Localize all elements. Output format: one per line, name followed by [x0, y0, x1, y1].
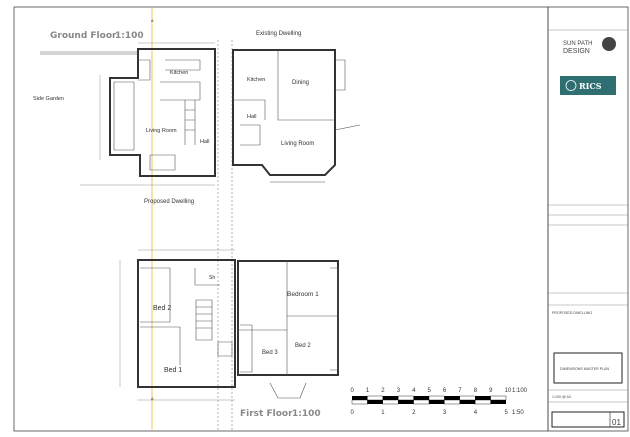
scale-tick-bottom: 1	[381, 410, 385, 416]
ex-gf-room-hall: Hall	[247, 114, 256, 120]
gf-room-hall: Hall	[200, 139, 209, 145]
scale-segment-top	[367, 400, 383, 404]
company-name-sub: DESIGN	[563, 48, 590, 55]
scale-segment	[490, 395, 507, 401]
scale-tick-top: 2	[381, 388, 385, 394]
scale-ratio-top: 1:100	[512, 388, 528, 394]
scale-tick-bottom: 3	[443, 410, 447, 416]
scale-segment	[367, 395, 383, 401]
ground-floor-scale: 1:100	[115, 31, 144, 41]
ex-gf-room-kitchen: Kitchen	[247, 77, 265, 83]
scale-tick-top: 8	[474, 388, 478, 394]
scale-segment-top	[459, 400, 476, 404]
scale-segment-top	[475, 396, 491, 400]
scale-tick-top: 1	[366, 388, 370, 394]
scale-segment	[398, 395, 414, 401]
scale-tick-bottom: 2	[412, 410, 416, 416]
drawing-number-box	[551, 411, 625, 428]
scale-tick-top: 4	[412, 388, 416, 394]
scale-segment-top	[352, 396, 368, 400]
scale-segment	[475, 399, 491, 405]
scale-segment	[459, 395, 476, 401]
section-marker-bottom: A	[151, 396, 154, 401]
title-block-frame	[547, 6, 629, 432]
project-title: PROPOSED DWELLING	[552, 311, 592, 315]
proposed-first-plan	[119, 249, 236, 401]
scale-segment	[382, 399, 399, 405]
revision-number: 01	[612, 418, 621, 427]
scale-tick-bottom: 4	[474, 410, 478, 416]
drawing-scale: 1:100 @ A3	[552, 395, 571, 399]
company-name: SUN PATH	[563, 41, 592, 47]
scale-bar: 0 1 2 3 4 5 6 7 8 9 10 0 1 2 3 4 5 1:100 1:50	[351, 388, 528, 416]
ex-gf-room-living: Living Room	[281, 141, 314, 147]
existing-ground-plan	[232, 49, 361, 183]
drawing-title-box	[553, 352, 623, 384]
company-logo-globe-icon	[602, 37, 616, 51]
ex-ff-room-bed2: Bed 2	[295, 343, 311, 349]
existing-dwelling-label: Existing Dwelling	[256, 31, 301, 37]
scale-tick-top: 7	[458, 388, 462, 394]
scale-tick-bottom: 5	[505, 410, 509, 416]
scale-segment	[444, 399, 460, 405]
scale-tick-top: 6	[443, 388, 447, 394]
scale-segment-top	[490, 400, 506, 404]
scale-segment-top	[429, 400, 445, 404]
proposed-dwelling-label: Proposed Dwelling	[144, 199, 194, 205]
ex-ff-room-bedroom1: Bedroom 1	[287, 291, 319, 298]
scale-segment	[413, 399, 430, 405]
scale-segment-top	[398, 400, 414, 404]
ff-room-bed2: Bed 2	[153, 305, 171, 312]
scale-tick-top: 3	[397, 388, 401, 394]
drawing-title: DIMENSIONS MASTER PLAN	[560, 367, 610, 371]
ex-gf-room-dining: Dining	[292, 80, 309, 86]
scale-tick-top: 10	[505, 388, 512, 394]
first-floor-title: First Floor	[240, 409, 293, 419]
ff-room-shower: Sh	[209, 275, 215, 281]
rics-logo: RICS	[560, 76, 616, 95]
first-floor-scale: 1:100	[292, 409, 321, 419]
svg-text:RICS: RICS	[579, 81, 602, 91]
scale-tick-top: 0	[351, 388, 355, 394]
ground-floor-title: Ground Floor	[50, 31, 117, 41]
proposed-ground-plan	[80, 42, 216, 186]
scale-ratio-bottom: 1:50	[512, 410, 524, 416]
side-garden-label: Side Garden	[33, 96, 64, 102]
scale-tick-bottom: 0	[351, 410, 355, 416]
scale-segment	[428, 395, 445, 401]
sheet-border	[13, 6, 549, 432]
scale-tick-top: 5	[428, 388, 432, 394]
scale-segment-top	[382, 396, 399, 400]
gf-room-kitchen: Kitchen	[170, 70, 188, 76]
gf-room-living: Living Room	[146, 128, 177, 134]
scale-segment	[351, 399, 368, 405]
existing-first-plan	[237, 260, 339, 399]
section-marker-top: A	[151, 18, 154, 23]
ex-ff-room-bed3: Bed 3	[262, 350, 278, 356]
ff-room-bed1: Bed 1	[164, 367, 182, 374]
scale-segment-top	[444, 396, 460, 400]
red-note: ·	[58, 384, 59, 388]
scale-tick-top: 9	[489, 388, 493, 394]
scale-segment-top	[413, 396, 429, 400]
